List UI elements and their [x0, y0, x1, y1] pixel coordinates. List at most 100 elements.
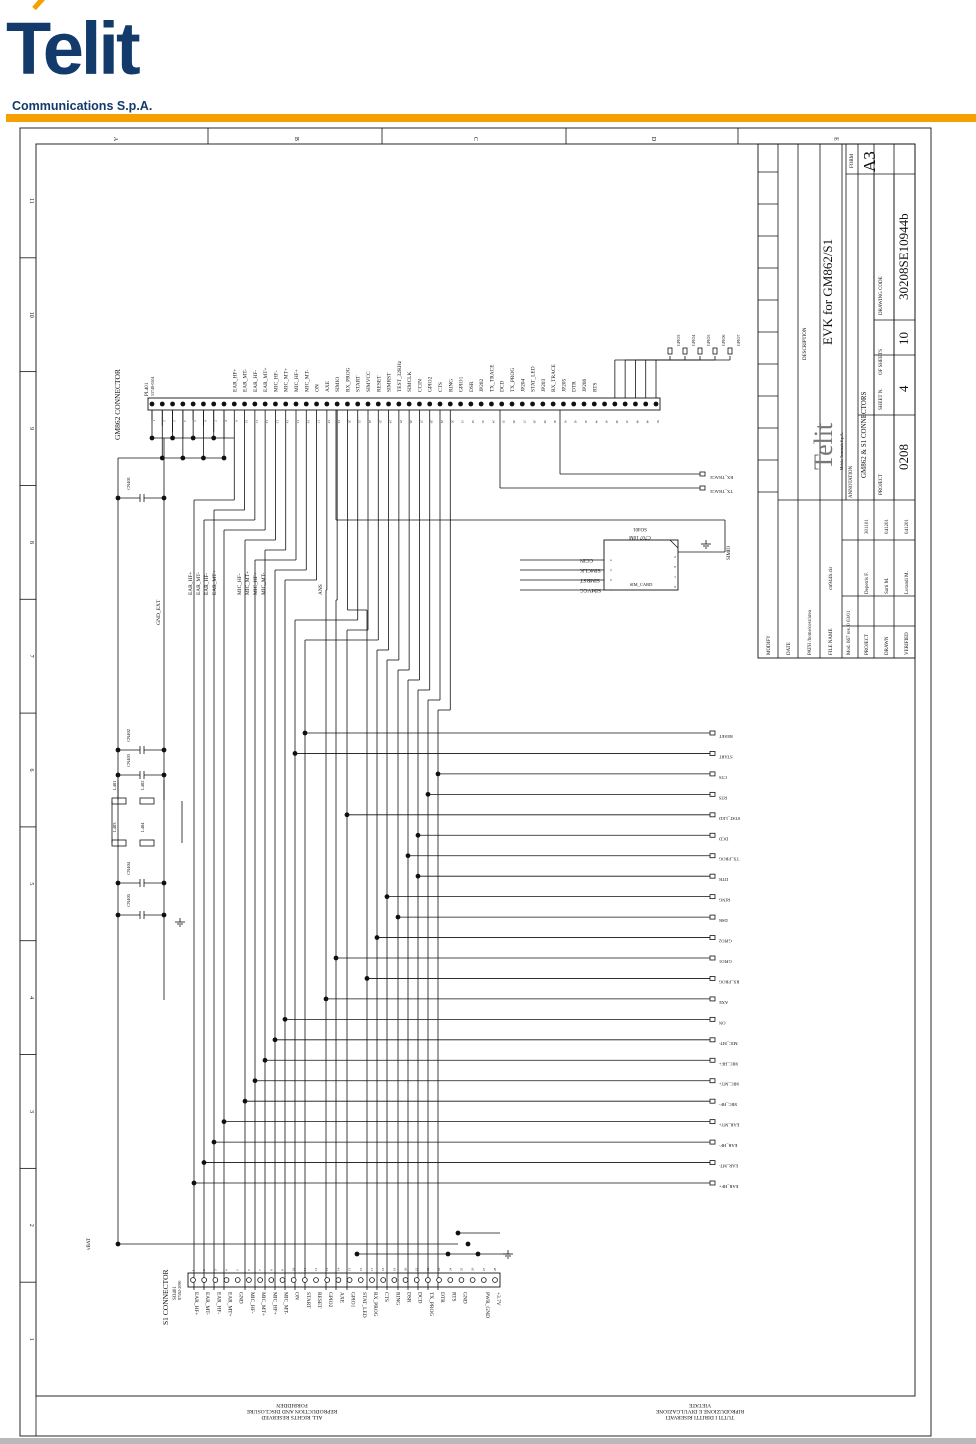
gm862-pin — [468, 401, 474, 407]
sim-pin-number: 8 — [673, 586, 677, 588]
net-label: RX_PROG — [718, 979, 739, 984]
mod-value: Mod. 667 rev. 0 03/01 — [847, 610, 852, 655]
s1-pin — [481, 1277, 487, 1283]
s1-pin-number: 12 — [314, 1267, 318, 1271]
capacitor-label: CN402 — [126, 729, 131, 742]
gm862-pin-number: 3 — [173, 420, 177, 422]
gm862-pin — [447, 401, 453, 407]
s1-pin — [492, 1277, 498, 1283]
s1-pin-number: 1 — [191, 1269, 195, 1271]
gm862-pin-number: 32 — [471, 420, 475, 424]
net-label: MIC_MT- — [719, 1041, 738, 1046]
junction-dot — [161, 880, 167, 886]
s1-signal-label: RX_PROG — [372, 1292, 378, 1317]
notice-it-line: VIETATE — [688, 1402, 711, 1408]
header-accent-bar — [6, 114, 976, 122]
gm862-pin — [550, 401, 556, 407]
gm862-pin — [591, 401, 597, 407]
verified-label: VERIFIED — [905, 632, 910, 655]
s1-pin — [469, 1277, 476, 1283]
net-label: MIC_HF- — [719, 1102, 738, 1107]
net-port — [709, 751, 716, 756]
gm862-pin-number: 15 — [296, 420, 300, 424]
gm862-pin — [633, 401, 638, 407]
gm862-signal-label: MIC_MT- — [304, 370, 310, 392]
junction-dot — [161, 495, 167, 501]
gm862-pin — [386, 401, 391, 407]
junction-dot — [221, 455, 227, 461]
s1-pin-number: 23 — [437, 1267, 441, 1271]
outer-border — [19, 127, 932, 1437]
gm862-signal-label: MIC_HF+ — [294, 369, 300, 392]
trace-label: RX_TRACE — [710, 475, 734, 480]
s1-signal-label: DSR — [406, 1292, 412, 1303]
junction-dot — [161, 772, 167, 778]
net-label: STAT_LED — [718, 816, 740, 821]
logo-company: Communications S.p.A. — [12, 99, 153, 113]
gm862-pin-number: 46 — [615, 420, 619, 424]
gm862-pin — [509, 401, 515, 407]
gm862-pin — [273, 401, 278, 407]
gm862-pin — [499, 401, 505, 407]
sim-signal-label: CCIN — [580, 557, 593, 563]
gpio-port — [697, 347, 703, 355]
s1-signal-label: MIC_MT- — [282, 1292, 288, 1314]
s1-pin — [212, 1277, 219, 1283]
gm862-pin-number: 48 — [635, 420, 639, 424]
sim-pin-number: 7 — [673, 576, 677, 578]
gm862-pin-number: 19 — [337, 420, 341, 424]
gm862-signal-label: ON — [315, 384, 321, 392]
of-sheets-label: OF SHEETS — [879, 349, 884, 375]
s1-signal-label: AXE — [338, 1292, 344, 1304]
gm862-pin-number: 50 — [656, 420, 660, 424]
gpio-port — [682, 347, 688, 355]
s1-signal-label: START — [305, 1292, 311, 1309]
net-port — [709, 1057, 716, 1063]
title-block-company: Mobile Terminals S.p.A. — [840, 432, 844, 470]
s1-pin-number: 18 — [381, 1267, 385, 1271]
gm862-signal-label: JP205 — [561, 379, 567, 392]
drawn-by: Sarti M. — [885, 578, 890, 594]
gpio-port — [727, 347, 733, 355]
gm862-pin-number: 7 — [214, 420, 218, 422]
gm862-signal-label: CCIN — [417, 379, 423, 392]
net-port — [709, 1098, 716, 1104]
net-label: DCD — [718, 836, 728, 841]
net-port — [709, 1180, 716, 1186]
net-port — [709, 976, 716, 981]
gm862-pin-number: 43 — [584, 420, 588, 424]
net-port — [709, 935, 716, 940]
gm862-signal-label: SIMIO — [335, 377, 341, 392]
gm862-signal-label: JP203 — [541, 379, 547, 392]
zone-row-5: 5 — [28, 882, 34, 885]
zone-col-D: D — [650, 137, 656, 142]
gm862-pin-number: 6 — [203, 420, 207, 422]
gm862-signal-label: RESET — [376, 375, 382, 392]
gm862-pin-number: 44 — [594, 420, 598, 424]
s1-title: S1 CONNECTOR — [161, 1270, 170, 1326]
sim-signal-label: SIMRST — [579, 577, 600, 583]
s1-pin-number: 6 — [247, 1269, 251, 1271]
s1-pin — [190, 1277, 196, 1283]
s1-pin — [346, 1277, 353, 1283]
s1-pin-number: 11 — [303, 1268, 307, 1271]
net-label: GPIO1 — [719, 959, 732, 964]
s1-pin — [302, 1277, 308, 1283]
net-port — [709, 1037, 716, 1043]
gm862-pin — [571, 401, 577, 407]
gpio-port — [712, 347, 718, 355]
gm862-pin-number: 25 — [399, 420, 403, 424]
verified-by: Lorandi M. — [905, 571, 910, 594]
gm862-pin — [293, 401, 299, 407]
s1-signal-label: MIC_MT+ — [260, 1292, 266, 1316]
gm862-pin — [561, 401, 566, 407]
path-label: PATH /home/cesr/area — [808, 609, 813, 655]
project-by: Depetris F. — [865, 572, 870, 594]
net-port — [709, 1139, 716, 1145]
s1-signal-label: DCD — [417, 1292, 423, 1303]
gm862-title: GM862 CONNECTOR — [113, 369, 122, 440]
notice-it-line: RIPRODUZIONE E DIVULGAZIONE — [655, 1408, 744, 1414]
net-label: EAR_HF- — [719, 1143, 738, 1148]
inductor-label: L403 — [112, 822, 117, 832]
junction-dot — [475, 1251, 481, 1257]
